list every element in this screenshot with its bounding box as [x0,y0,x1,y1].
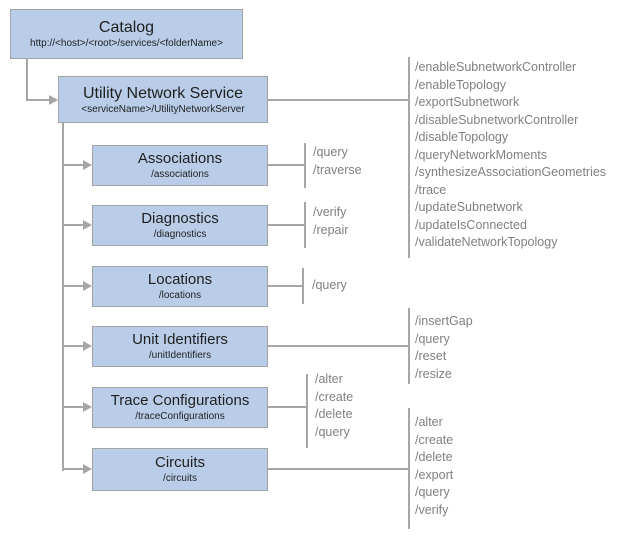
utility-network-service-node: Utility Network Service <serviceName>/Ut… [58,76,268,123]
operation-item: /updateSubnetwork [415,200,523,214]
connector-line [268,406,306,408]
trace-configurations-path: /traceConfigurations [135,411,225,422]
operation-item: /alter [415,415,443,429]
connector-line [408,408,410,529]
service-title: Utility Network Service [82,84,244,102]
locations-title: Locations [147,271,213,288]
operation-item: /repair [313,222,349,237]
arrow-right-icon [83,160,92,170]
operation-item: /query [315,424,350,439]
operation-item: /query [415,331,450,346]
operation-item: /verify [415,502,449,517]
associations-node: Associations /associations [92,145,268,186]
associations-path: /associations [151,169,209,180]
service-path: <serviceName>/UtilityNetworkServer [81,103,245,115]
locations-path: /locations [158,290,202,301]
operation-item: /verify [313,205,347,219]
operation-item: /trace [415,182,447,197]
service-operations-list: /enableSubnetworkController /enableTopol… [415,59,606,252]
operation-item: /insertGap [415,314,473,328]
arrow-right-icon [83,281,92,291]
operation-item: /exportSubnetwork [415,95,520,109]
connector-line [268,468,408,470]
connector-line [304,202,306,248]
catalog-node: Catalog http://<host>/<root>/services/<f… [10,9,243,59]
circuits-title: Circuits [154,454,205,471]
connector-line [62,123,64,471]
associations-operations-list: /query /traverse [313,144,362,179]
connector-line [62,345,84,347]
operation-item: /alter [315,372,343,386]
arrow-right-icon [49,95,58,105]
circuits-operations-list: /alter /create /delete /export /query /v… [415,414,453,519]
operation-item: /reset [415,349,447,363]
diagnostics-path: /diagnostics [153,229,207,240]
operation-item: /synthesizeAssociationGeometries [415,165,607,179]
unit-identifiers-path: /unitIdentifiers [148,350,212,361]
operation-item: /enableTopology [415,77,507,92]
operation-item: /query [313,145,348,159]
operation-item: /delete [415,450,453,464]
connector-line [62,468,84,470]
connector-line [408,57,410,258]
operation-item: /resize [415,366,452,381]
connector-line [268,285,302,287]
diagnostics-title: Diagnostics [141,210,219,227]
diagnostics-node: Diagnostics /diagnostics [92,205,268,246]
operation-item: /disableSubnetworkController [415,112,579,127]
connector-line [26,59,28,101]
connector-line [408,308,410,384]
trace-configurations-title: Trace Configurations [110,392,250,409]
operation-item: /delete [315,407,353,421]
operation-item: /updateIsConnected [415,217,527,232]
connector-line [304,143,306,188]
operation-item: /disableTopology [415,130,509,144]
connector-line [62,224,84,226]
unit-identifiers-operations-list: /insertGap /query /reset /resize [415,313,473,383]
trace-configurations-operations-list: /alter /create /delete /query [315,371,353,441]
locations-node: Locations /locations [92,266,268,307]
connector-line [268,345,408,347]
connector-line [306,374,308,448]
operation-item: /create [415,432,454,447]
connector-line [26,99,50,101]
catalog-title: Catalog [98,19,155,36]
circuits-node: Circuits /circuits [92,448,268,491]
unit-identifiers-title: Unit Identifiers [132,331,228,348]
diagnostics-operations-list: /verify /repair [313,204,348,239]
arrow-right-icon [83,464,92,474]
connector-line [62,406,84,408]
trace-configurations-node: Trace Configurations /traceConfiguration… [92,387,268,428]
connector-line [62,285,84,287]
catalog-url: http://<host>/<root>/services/<folderNam… [30,38,223,49]
operation-item: /queryNetworkMoments [415,147,547,162]
connector-line [268,224,304,226]
arrow-right-icon [83,341,92,351]
connector-line [268,164,304,166]
operation-item: /validateNetworkTopology [415,235,558,249]
operation-item: /create [315,389,354,404]
unit-identifiers-node: Unit Identifiers /unitIdentifiers [92,326,268,367]
connector-line [268,99,408,101]
operation-item: /query [312,278,347,292]
operation-item: /enableSubnetworkController [415,60,577,74]
arrow-right-icon [83,220,92,230]
connector-line [302,268,304,304]
associations-title: Associations [137,150,223,167]
connector-line [62,164,84,166]
operation-item: /query [415,485,450,499]
locations-operations-list: /query [312,277,347,295]
operation-item: /traverse [313,162,362,177]
operation-item: /export [415,467,454,482]
circuits-path: /circuits [163,473,197,484]
arrow-right-icon [83,402,92,412]
